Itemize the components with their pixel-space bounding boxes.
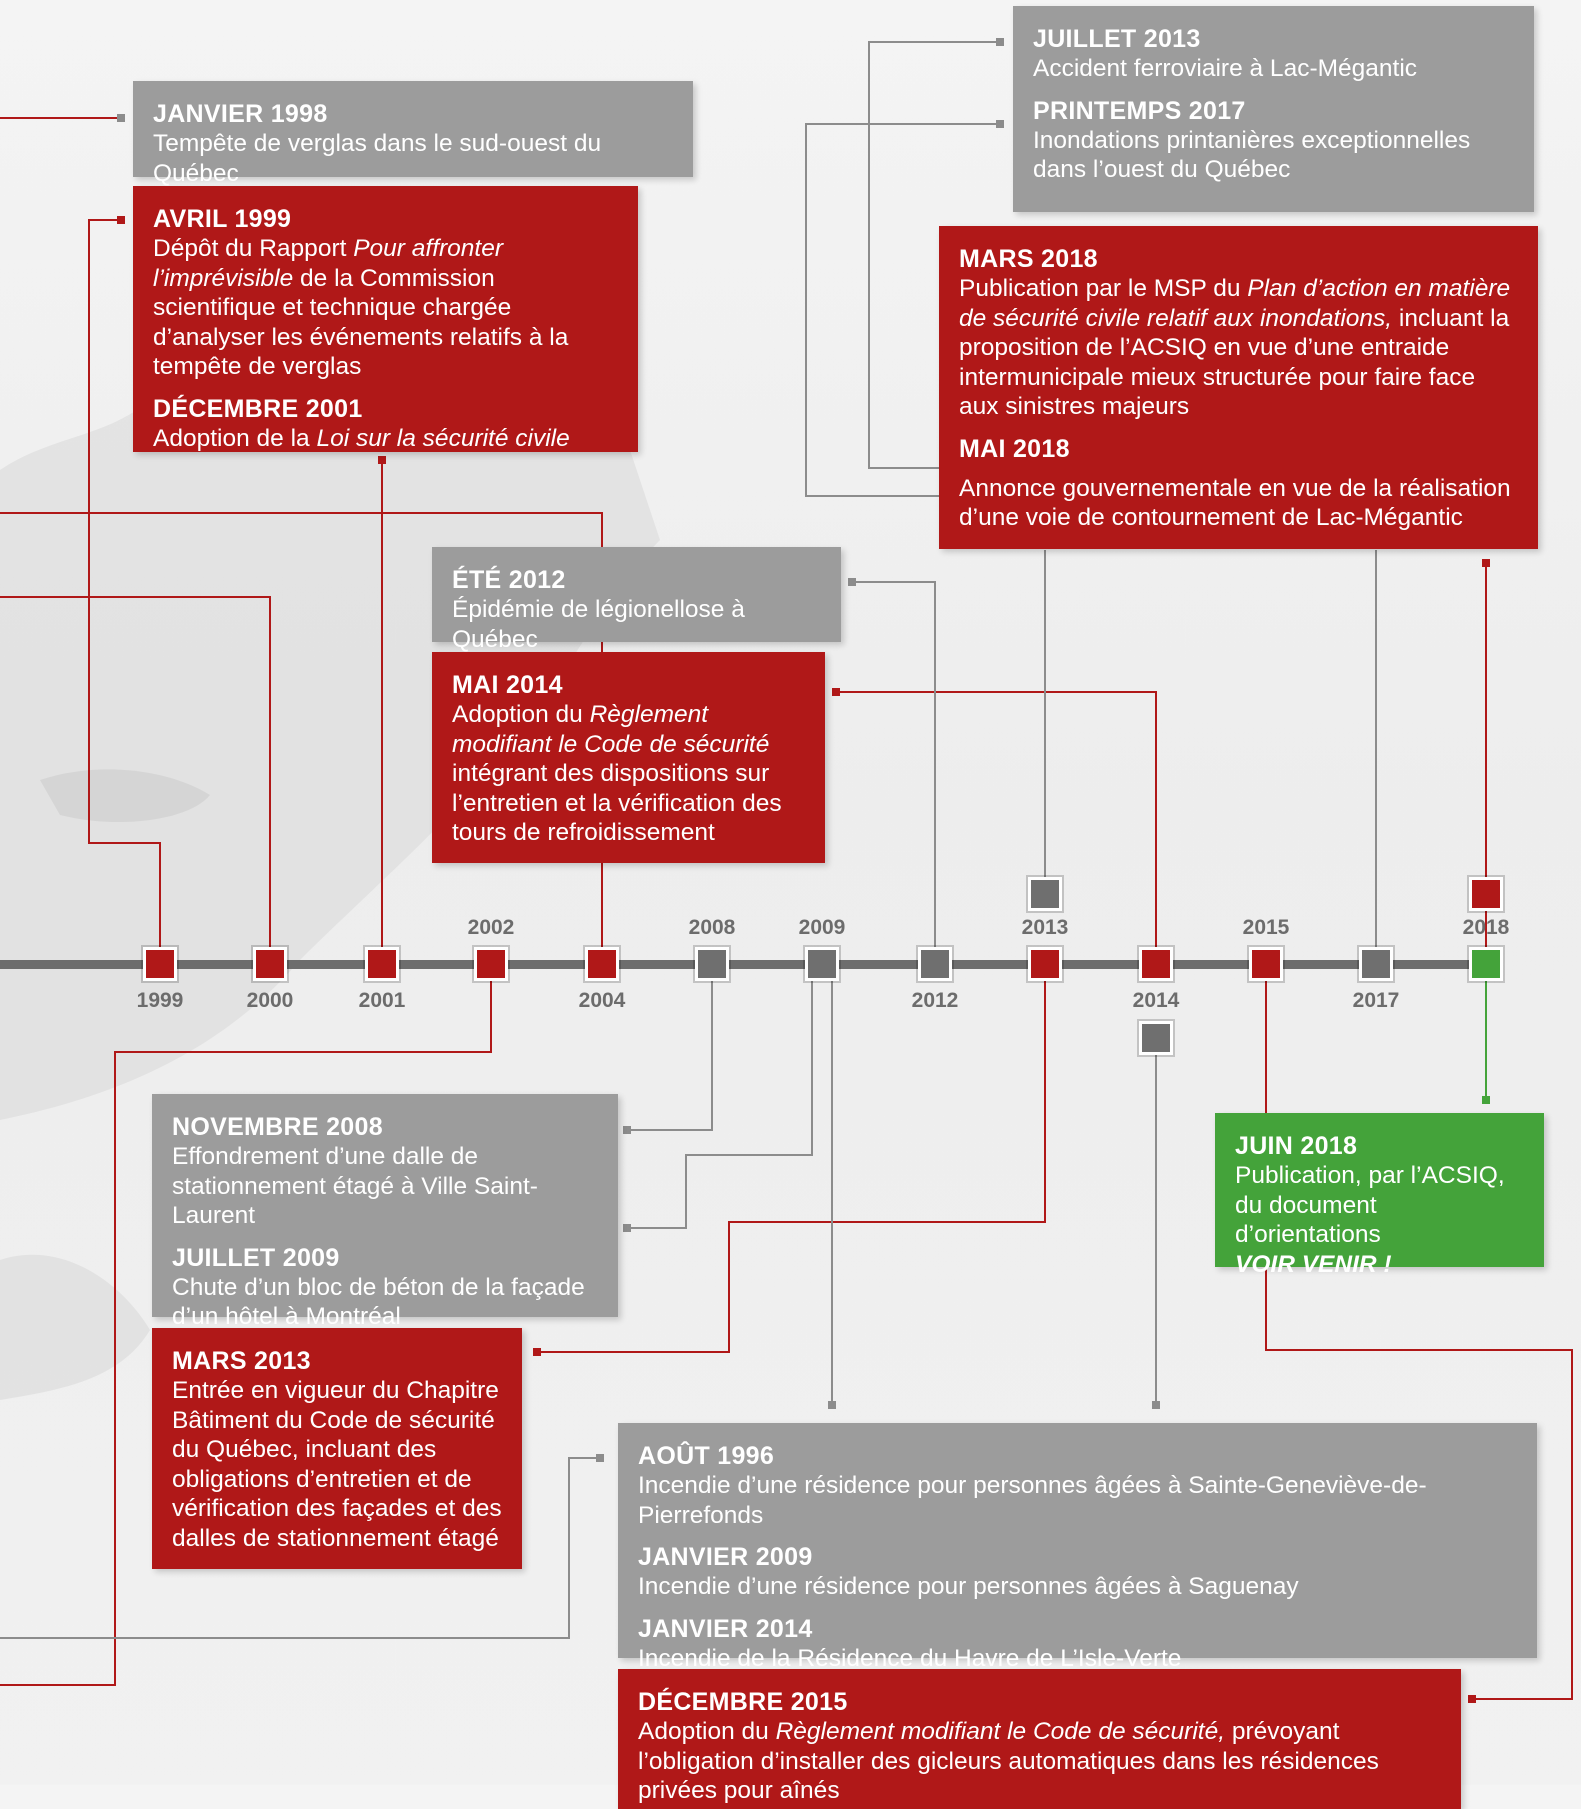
year-marker-2017 xyxy=(1359,947,1393,981)
event-box-2013-2017: JUILLET 2013 Accident ferroviaire à Lac-… xyxy=(1013,6,1534,212)
marker-2014-extra xyxy=(1139,1021,1173,1055)
event-date: NOVEMBRE 2008 xyxy=(172,1113,383,1141)
event-date: MARS 2013 xyxy=(172,1347,311,1375)
event-date: ÉTÉ 2012 xyxy=(452,566,566,594)
year-marker-2018 xyxy=(1469,947,1503,981)
year-label-2000: 2000 xyxy=(246,989,294,1012)
event-date: MARS 2018 xyxy=(959,245,1098,273)
event-date: AOÛT 1996 xyxy=(638,1442,775,1470)
event-date: PRINTEMPS 2017 xyxy=(1033,96,1246,125)
year-marker-2000 xyxy=(253,947,287,981)
event-box-dec2015: DÉCEMBRE 2015 Adoption du Règlement modi… xyxy=(618,1669,1461,1809)
event-description: Incendie de la Résidence du Havre de L’I… xyxy=(638,1644,1182,1672)
year-marker-2013 xyxy=(1028,947,1062,981)
event-date: DÉCEMBRE 2001 xyxy=(153,394,363,423)
year-marker-2012 xyxy=(918,947,952,981)
year-label-1999: 1999 xyxy=(136,989,184,1012)
event-date: JUILLET 2009 xyxy=(172,1243,340,1272)
event-description: Dépôt du Rapport Pour affronter l’imprév… xyxy=(153,235,569,380)
year-label-2012: 2012 xyxy=(911,989,959,1012)
event-description: Annonce gouvernementale en vue de la réa… xyxy=(959,474,1511,532)
event-description: Adoption de la Loi sur la sécurité civil… xyxy=(153,424,570,452)
event-date: JANVIER 1998 xyxy=(153,100,328,128)
year-label-2004: 2004 xyxy=(578,989,626,1012)
event-description: Incendie d’une résidence pour personnes … xyxy=(638,1472,1427,1529)
event-date: DÉCEMBRE 2015 xyxy=(638,1688,848,1716)
event-box-jan1998: JANVIER 1998 Tempête de verglas dans le … xyxy=(133,81,693,187)
event-description: Épidémie de légionellose à Québec xyxy=(452,596,745,653)
event-box-ete2012: ÉTÉ 2012 Épidémie de légionellose à Québ… xyxy=(432,547,841,653)
year-marker-2004 xyxy=(585,947,619,981)
year-label-2002: 2002 xyxy=(467,916,515,939)
year-marker-2015 xyxy=(1249,947,1283,981)
event-description: Inondations printanières exceptionnelles… xyxy=(1033,126,1471,184)
event-description: Chute d’un bloc de béton de la façade d’… xyxy=(172,1273,585,1331)
event-box-2018: MARS 2018 Publication par le MSP du Plan… xyxy=(939,226,1538,549)
event-date: JANVIER 2014 xyxy=(638,1614,813,1643)
event-date: JUILLET 2013 xyxy=(1033,25,1201,53)
event-date: JUIN 2018 xyxy=(1235,1132,1358,1160)
event-date: MAI 2018 xyxy=(959,434,1070,463)
event-box-1999-2001: AVRIL 1999 Dépôt du Rapport Pour affront… xyxy=(133,186,638,452)
year-marker-2001 xyxy=(365,947,399,981)
event-box-mar2013: MARS 2013 Entrée en vigueur du Chapitre … xyxy=(152,1328,522,1569)
event-box-mai2014: MAI 2014 Adoption du Règlement modifiant… xyxy=(432,652,825,863)
year-label-2001: 2001 xyxy=(358,989,406,1012)
year-marker-2002 xyxy=(474,947,508,981)
year-label-2015: 2015 xyxy=(1242,916,1290,939)
year-label-2017: 2017 xyxy=(1352,989,1400,1012)
event-box-2008-2009: NOVEMBRE 2008 Effondrement d’une dalle d… xyxy=(152,1094,618,1330)
event-date: JANVIER 2009 xyxy=(638,1543,813,1571)
marker-2018-extra xyxy=(1469,877,1503,911)
event-box-jun2018: JUIN 2018 Publication, par l’ACSIQ, du d… xyxy=(1215,1113,1544,1278)
year-marker-1999 xyxy=(143,947,177,981)
event-description: Accident ferroviaire à Lac-Mégantic xyxy=(1033,55,1418,82)
timeline-axis xyxy=(0,960,1490,969)
event-description: Adoption du Règlement modifiant le Code … xyxy=(638,1718,1379,1804)
event-description: Tempête de verglas dans le sud-ouest du … xyxy=(153,130,602,187)
year-marker-2014 xyxy=(1139,947,1173,981)
year-label-2013: 2013 xyxy=(1021,916,1069,939)
event-description: Publication, par l’ACSIQ, du document d’… xyxy=(1235,1162,1505,1278)
event-date: AVRIL 1999 xyxy=(153,205,292,233)
year-label-2008: 2008 xyxy=(688,916,736,939)
event-date: MAI 2014 xyxy=(452,671,563,699)
year-marker-2009 xyxy=(805,947,839,981)
year-label-2018: 2018 xyxy=(1462,916,1510,939)
event-description: Effondrement d’une dalle de stationnemen… xyxy=(172,1143,538,1229)
event-description: Incendie d’une résidence pour personnes … xyxy=(638,1573,1299,1600)
event-description: Publication par le MSP du Plan d’action … xyxy=(959,275,1511,420)
year-marker-2008 xyxy=(695,947,729,981)
event-box-residences: AOÛT 1996 Incendie d’une résidence pour … xyxy=(618,1423,1537,1672)
event-description: Adoption du Règlement modifiant le Code … xyxy=(452,701,782,846)
event-description: Entrée en vigueur du Chapitre Bâtiment d… xyxy=(172,1377,502,1552)
marker-2013-extra xyxy=(1028,877,1062,911)
year-label-2014: 2014 xyxy=(1132,989,1180,1012)
year-label-2009: 2009 xyxy=(798,916,846,939)
